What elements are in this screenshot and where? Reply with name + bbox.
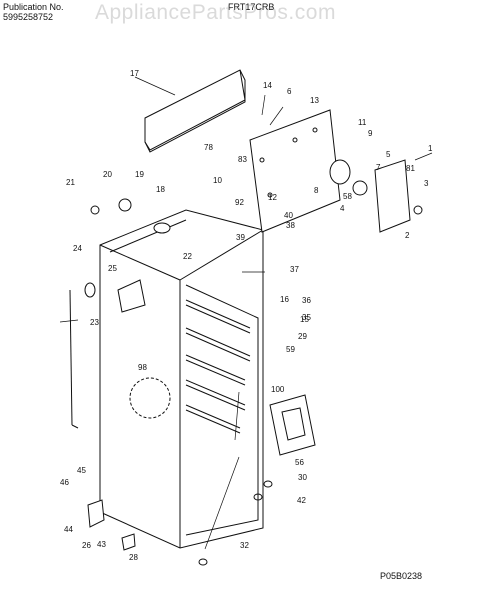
callout-92: 92 [235, 198, 244, 207]
callout-1: 1 [428, 144, 433, 153]
drawing-code: P05B0238 [380, 571, 423, 581]
callout-11: 11 [358, 118, 367, 127]
callout-26: 26 [82, 541, 91, 550]
control-panel-part-10 [249, 109, 341, 233]
callout-23: 23 [90, 318, 99, 327]
callout-30: 30 [298, 473, 307, 482]
callout-42: 42 [297, 496, 306, 505]
leader-lines [59, 76, 433, 550]
publication-label: Publication No. [3, 2, 64, 12]
callout-9: 9 [368, 129, 373, 138]
callout-36: 36 [302, 296, 311, 305]
callout-59: 59 [286, 345, 295, 354]
callout-7: 7 [376, 163, 381, 172]
callout-45: 45 [77, 466, 86, 475]
top-cover-part-17 [144, 69, 246, 153]
callout-28: 28 [129, 553, 138, 562]
watermark: AppliancePartsPros.com [95, 1, 336, 24]
callout-100: 100 [271, 385, 285, 394]
callout-3: 3 [424, 179, 429, 188]
callout-4: 4 [340, 204, 345, 213]
callout-12: 12 [268, 193, 277, 202]
callout-40: 40 [284, 211, 293, 220]
callout-5: 5 [386, 150, 391, 159]
callout-32: 32 [240, 541, 249, 550]
callout-43: 43 [97, 540, 106, 549]
model-number: FRT17CRB [228, 2, 275, 12]
publication-number: 5995258752 [3, 12, 54, 22]
callout-35: 35 [302, 313, 311, 322]
callout-15: 15 [300, 315, 309, 324]
callout-16: 16 [280, 295, 289, 304]
callout-2: 2 [405, 231, 410, 240]
callout-14: 14 [263, 81, 272, 90]
callout-37: 37 [290, 265, 299, 274]
callout-labels: 1234567891011121314151617181920212223242… [60, 69, 433, 562]
callout-24: 24 [73, 244, 82, 253]
callout-20: 20 [103, 170, 112, 179]
callout-38: 38 [286, 221, 295, 230]
lower-parts [87, 480, 273, 566]
cabinet-shell [99, 209, 264, 549]
callout-22: 22 [183, 252, 192, 261]
shelves [185, 299, 251, 434]
callout-17: 17 [130, 69, 139, 78]
callout-78: 78 [204, 143, 213, 152]
callout-25: 25 [108, 264, 117, 273]
callout-13: 13 [310, 96, 319, 105]
callout-21: 21 [66, 178, 75, 187]
hinge-parts [69, 198, 171, 429]
callout-98: 98 [138, 363, 147, 372]
callout-56: 56 [295, 458, 304, 467]
callout-29: 29 [298, 332, 307, 341]
callout-44: 44 [64, 525, 73, 534]
callout-19: 19 [135, 170, 144, 179]
damper-control [329, 159, 423, 233]
callout-10: 10 [213, 176, 222, 185]
callout-58: 58 [343, 192, 352, 201]
callout-18: 18 [156, 185, 165, 194]
callout-81: 81 [406, 164, 415, 173]
callout-6: 6 [287, 87, 292, 96]
bracket-part-100 [269, 394, 316, 456]
callout-8: 8 [314, 186, 319, 195]
callout-83: 83 [238, 155, 247, 164]
callout-46: 46 [60, 478, 69, 487]
callout-39: 39 [236, 233, 245, 242]
